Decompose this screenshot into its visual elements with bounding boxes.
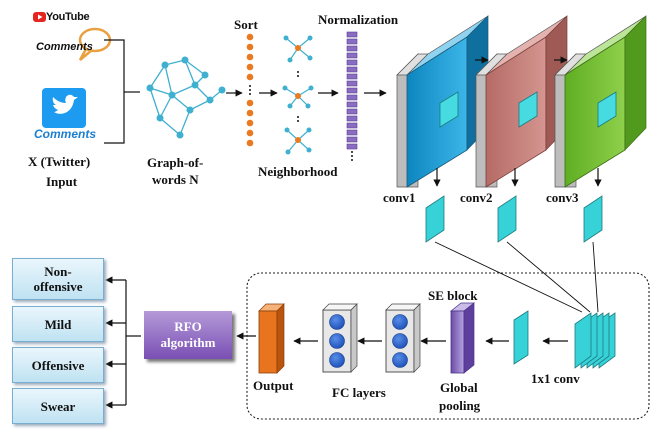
output-label: Output	[253, 378, 294, 393]
twitter-comments-text: Comments	[34, 127, 97, 141]
se-block-label: SE block	[428, 288, 478, 303]
class-swear: Swear	[12, 388, 104, 424]
class-offensive: Offensive	[12, 347, 104, 383]
neighborhood-ellipsis	[297, 71, 299, 122]
graph-of-words-label-line2: words N	[152, 172, 199, 187]
conv2-block	[475, 15, 568, 188]
conv1-label: conv1	[383, 190, 416, 205]
conv-down-arrows	[433, 168, 602, 187]
global-pooling-label-line1: Global	[440, 380, 478, 395]
class-non-offensive-line1: Non-	[44, 264, 72, 279]
youtube-comments-text: Comments	[36, 41, 93, 53]
rfo-label-line1: RFO	[174, 319, 202, 334]
neighborhood-nodes	[282, 35, 314, 155]
graph-nodes	[146, 56, 226, 139]
neighborhood-label: Neighborhood	[258, 164, 338, 179]
class-swear-label: Swear	[40, 398, 76, 414]
one-by-one-conv-label: 1x1 conv	[531, 371, 580, 386]
conv2-label: conv2	[460, 190, 493, 205]
global-pooling-label-line2: pooling	[439, 398, 481, 413]
input-label: Input	[46, 174, 78, 189]
class-non-offensive: Non-offensive	[12, 258, 104, 300]
youtube-logo-icon	[33, 12, 46, 22]
classes-bracket	[105, 276, 141, 409]
conv1-block	[396, 15, 489, 188]
concatenated-feature-maps	[574, 312, 616, 369]
concat-lines	[434, 241, 599, 313]
graph-of-words-label-line1: Graph-of-	[147, 155, 204, 170]
class-mild: Mild	[12, 306, 104, 342]
feature-maps	[425, 195, 603, 243]
normalization-ellipsis	[351, 151, 353, 161]
output-bar	[258, 303, 285, 374]
conv3-label: conv3	[546, 190, 579, 205]
fc-layer-1	[322, 303, 358, 373]
se-block-shape	[450, 302, 475, 374]
fc-layers-label: FC layers	[332, 385, 386, 400]
youtube-logo-text: YouTube	[46, 11, 90, 23]
class-non-offensive-line2: offensive	[33, 279, 83, 294]
one-by-one-conv-map	[513, 310, 529, 365]
normalization-vector	[346, 31, 358, 150]
sorted-nodes	[246, 33, 254, 147]
twitter-bird-icon	[42, 88, 86, 128]
sort-ellipsis	[249, 85, 251, 95]
sort-label: Sort	[234, 17, 258, 32]
class-offensive-label: Offensive	[31, 357, 85, 373]
fc-layer-2	[385, 303, 421, 373]
conv3-block	[554, 15, 647, 188]
input-bracket	[104, 39, 140, 144]
normalization-label: Normalization	[318, 12, 399, 27]
source-label: X (Twitter)	[28, 154, 91, 169]
rfo-label-line2: algorithm	[160, 335, 216, 350]
class-mild-label: Mild	[44, 316, 72, 332]
